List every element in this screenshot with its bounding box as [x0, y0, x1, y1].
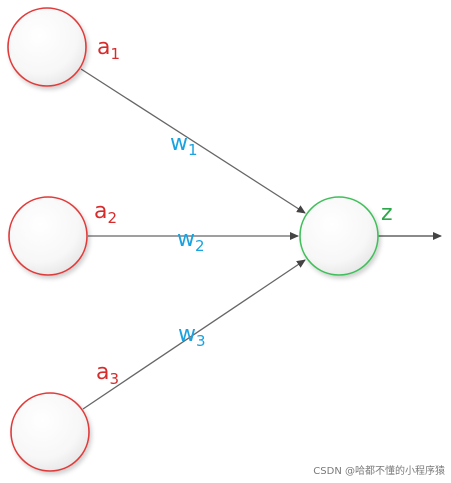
weight-label-1: w1	[170, 131, 198, 159]
input-label-3-letter: a	[96, 360, 109, 385]
weight-label-2-subscript: 2	[195, 237, 205, 255]
edge-input-1-to-output	[80, 68, 306, 214]
weight-label-3-letter: w	[178, 322, 196, 347]
weight-label-3: w3	[178, 322, 206, 350]
input-label-1: a1	[97, 35, 120, 63]
watermark: CSDN @哈都不懂的小程序猿	[313, 466, 445, 477]
input-label-2: a2	[94, 199, 117, 227]
weight-label-3-subscript: 3	[196, 332, 206, 350]
weight-label-2-letter: w	[177, 227, 195, 252]
input-label-2-letter: a	[94, 199, 107, 224]
output-node	[299, 196, 379, 276]
weight-label-2: w2	[177, 227, 205, 255]
input-node-3	[10, 392, 90, 472]
input-label-3-subscript: 3	[109, 370, 119, 388]
input-node-1	[7, 7, 87, 87]
output-label: z	[381, 201, 393, 226]
weight-label-1-subscript: 1	[188, 141, 198, 159]
input-label-2-subscript: 2	[107, 209, 117, 227]
input-label-1-subscript: 1	[110, 45, 120, 63]
input-label-1-letter: a	[97, 35, 110, 60]
input-node-2	[8, 196, 88, 276]
edge-input-3-to-output	[82, 259, 306, 410]
weight-label-1-letter: w	[170, 131, 188, 156]
input-label-3: a3	[96, 360, 119, 388]
